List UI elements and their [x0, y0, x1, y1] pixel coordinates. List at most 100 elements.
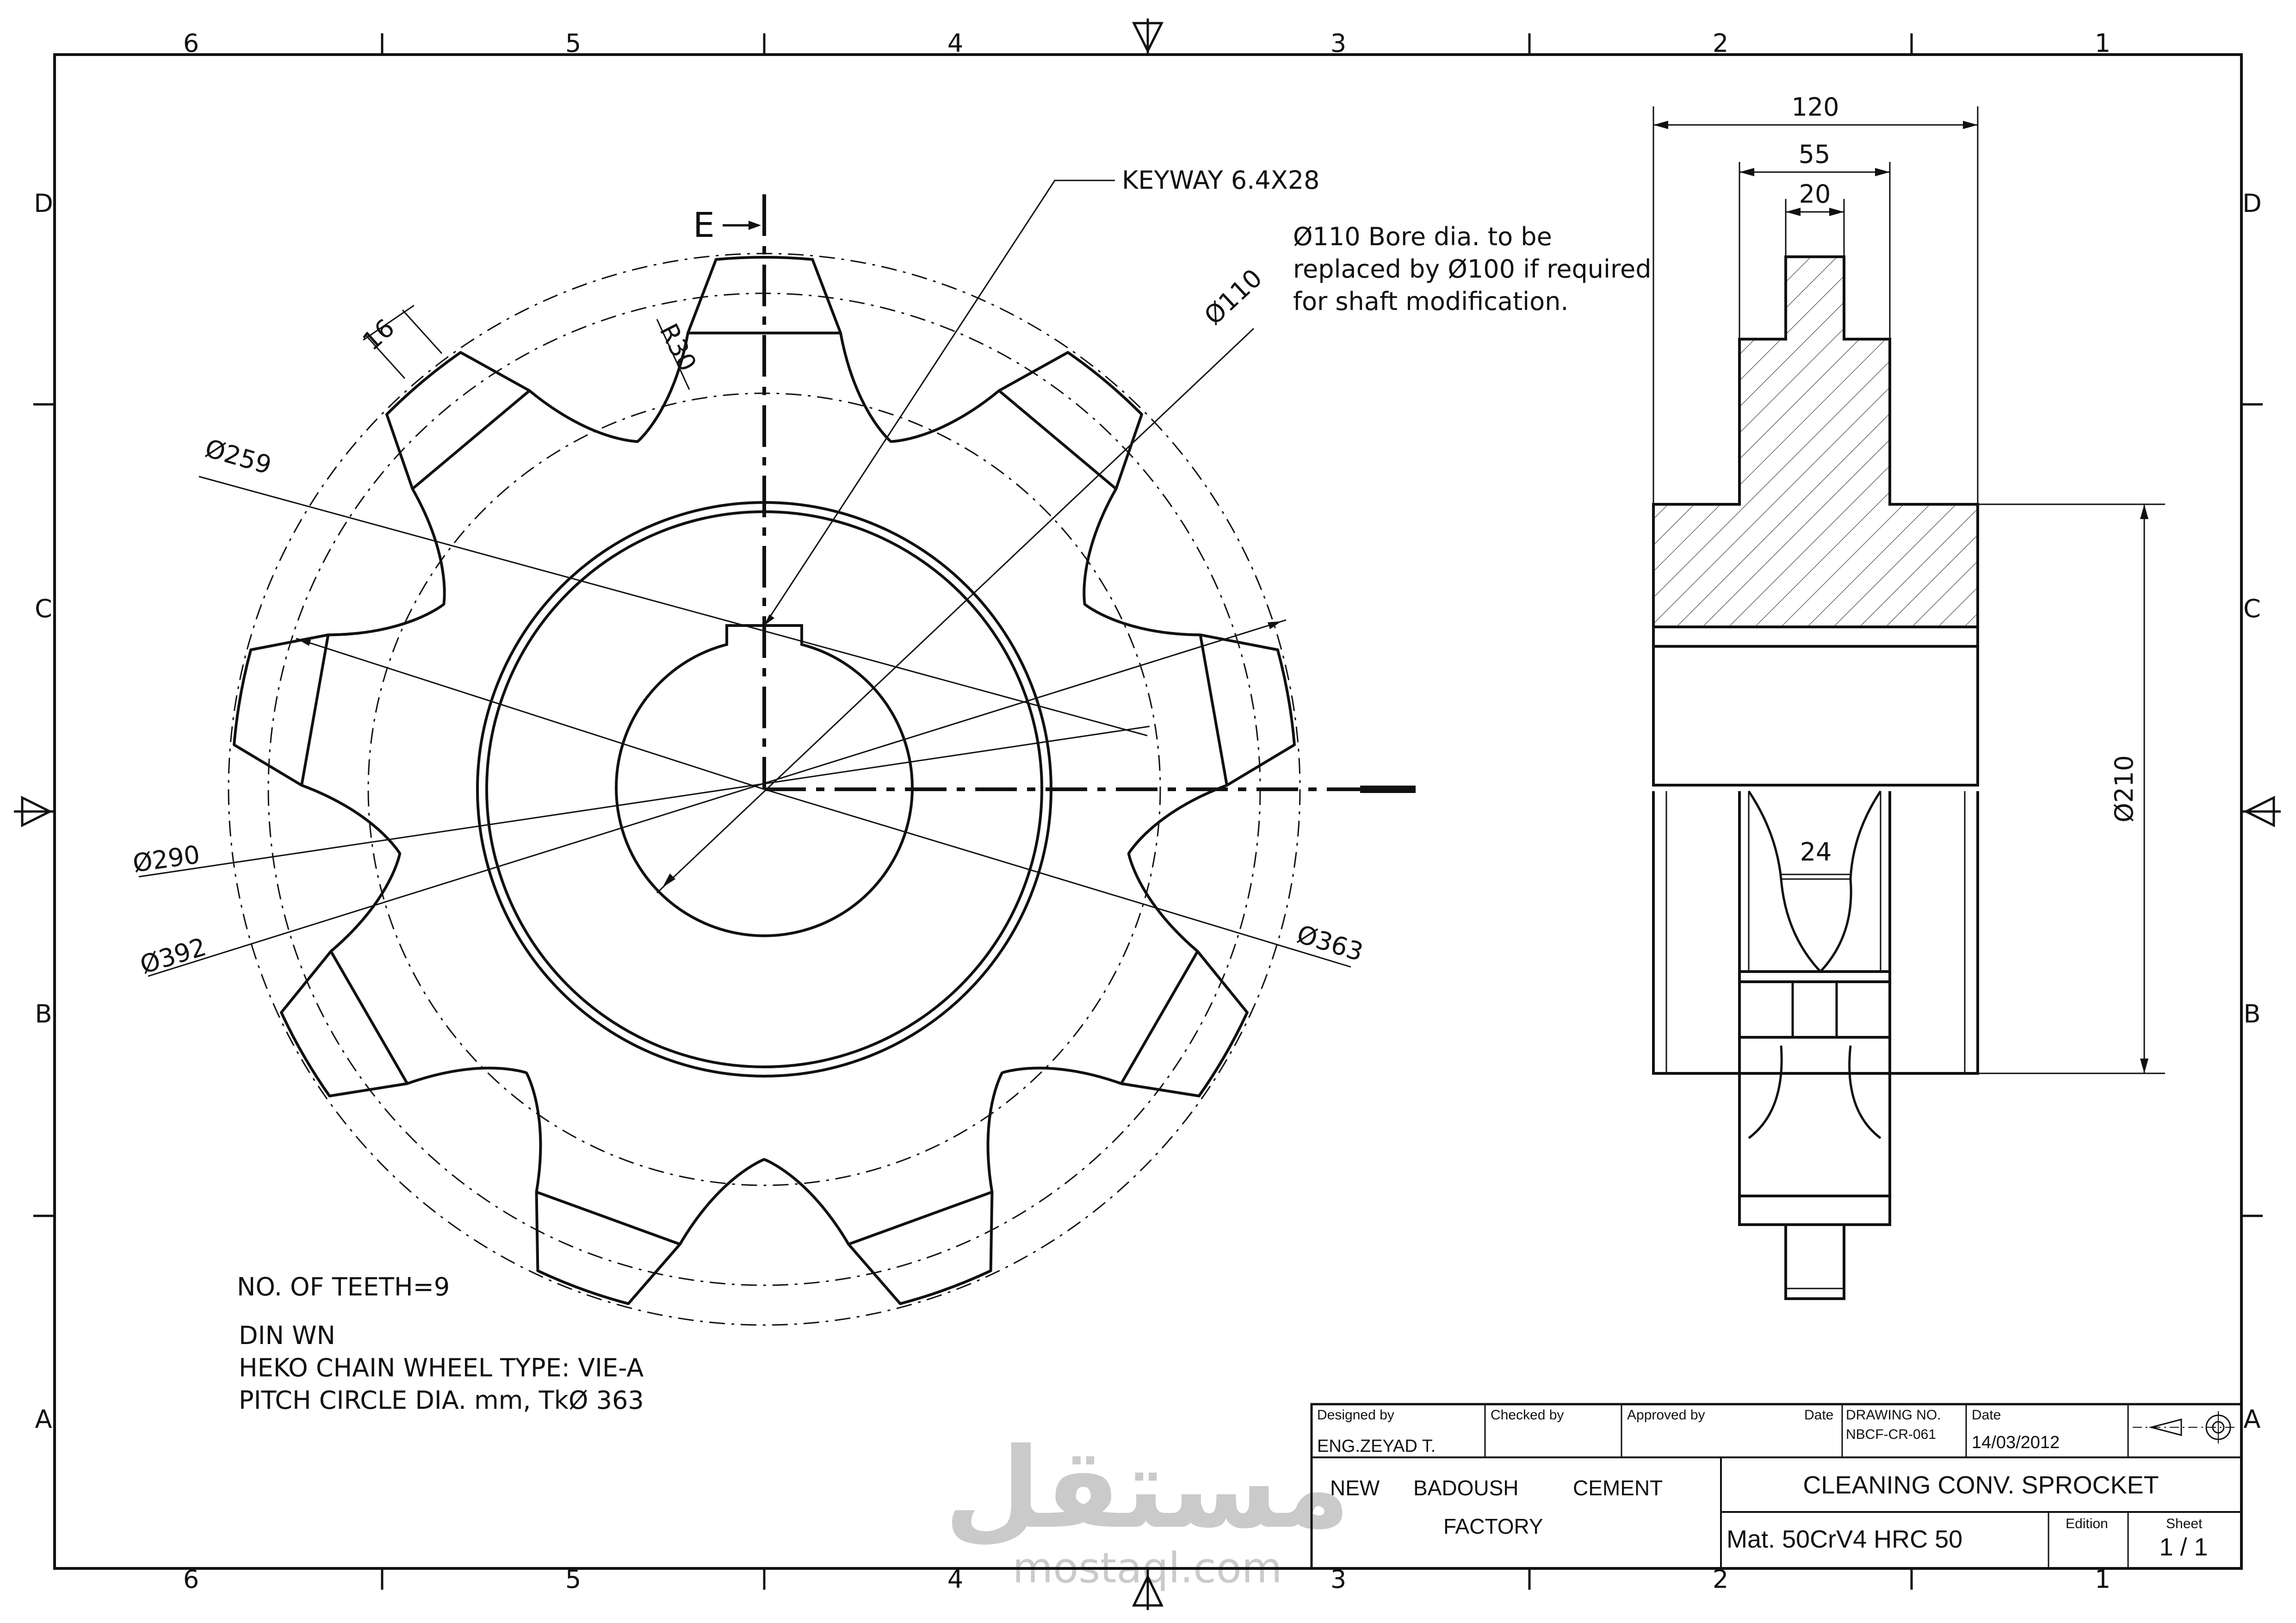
- approved-by-label: Approved by: [1627, 1407, 1705, 1423]
- tooth-base-line: [411, 390, 531, 490]
- tooth-base-line: [300, 634, 330, 786]
- section-arrowhead: [749, 221, 761, 230]
- section-hatch-area: [1652, 255, 1979, 628]
- dim-16-ext-b: [402, 309, 443, 354]
- side-key: [1791, 980, 1838, 1039]
- date-label: Date: [1804, 1407, 1833, 1423]
- designer-name: ENG.ZEYAD T.: [1317, 1437, 1436, 1456]
- tooth-base-line: [1120, 950, 1199, 1084]
- dim-290-label: Ø290: [131, 840, 202, 878]
- side-band-3: [1738, 1036, 1891, 1075]
- frame-border: [53, 53, 2243, 1570]
- dim-55-label: 55: [1799, 140, 1831, 169]
- sprocket-front-view: [138, 180, 1416, 1326]
- company-word: NEW: [1330, 1476, 1380, 1500]
- side-view-labels: 120 55 20 24 Ø210: [1791, 93, 2139, 867]
- column-label: 4: [947, 1565, 963, 1594]
- title-block: Designed by Checked by Approved by Date …: [1310, 1403, 2243, 1570]
- tooth-flank-lines: [300, 331, 1228, 1246]
- watermark-latin: mostaql.com: [1012, 1544, 1282, 1592]
- r30-leader: [656, 319, 690, 390]
- sheet-number: 1 / 1: [2159, 1533, 2208, 1561]
- material-spec: Mat. 50CrV4 HRC 50: [1727, 1525, 1962, 1553]
- dim-210-label: Ø210: [2110, 755, 2139, 823]
- column-label: 5: [565, 1565, 581, 1594]
- bore-body: [1652, 645, 1979, 787]
- dim-line-392-left: [296, 638, 765, 790]
- dim-259-label: Ø259: [202, 434, 274, 480]
- drawing-notes: NO. OF TEETH=9 DIN WN HEKO CHAIN WHEEL T…: [237, 1272, 644, 1415]
- drawing-date: 14/03/2012: [1972, 1433, 2060, 1452]
- column-label: 1: [2095, 29, 2110, 58]
- tooth-base-line: [1199, 634, 1228, 786]
- tooth-base-line: [848, 1190, 993, 1246]
- row-label: A: [2244, 1405, 2261, 1434]
- column-label: 2: [1713, 29, 1728, 58]
- tooth-profile: [233, 255, 1296, 1305]
- sprocket-side-view: [1652, 106, 2165, 1300]
- row-label: C: [2243, 594, 2261, 623]
- watermark-arabic: مستقل: [944, 1424, 1350, 1553]
- drawing-no: NBCF-CR-061: [1846, 1427, 1936, 1442]
- designed-by-label: Designed by: [1317, 1407, 1394, 1423]
- dim-16-ext-a: [365, 334, 406, 379]
- dim-120-label: 120: [1791, 93, 1839, 122]
- side-band-4: [1738, 1195, 1891, 1226]
- side-band-1: [1738, 970, 1891, 983]
- date2-label: Date: [1972, 1407, 2001, 1423]
- projection-symbol-cone: [2148, 1419, 2182, 1436]
- dim-24-label: 24: [1800, 837, 1832, 867]
- row-label: B: [2243, 999, 2260, 1028]
- dim-line-290: [138, 725, 1150, 878]
- row-label: C: [35, 594, 52, 623]
- tooth-side-curve-lower: [1748, 1045, 1881, 1139]
- row-label: A: [35, 1405, 52, 1434]
- column-label: 6: [183, 1565, 199, 1594]
- side-band-2: [1738, 980, 1891, 1039]
- sheet-label: Sheet: [2166, 1516, 2203, 1531]
- bore-note-line: for shaft modification.: [1293, 287, 1569, 316]
- checked-by-label: Checked by: [1491, 1407, 1564, 1423]
- watermark: مستقل mostaql.com: [944, 1424, 1350, 1592]
- edition-label: Edition: [2066, 1516, 2108, 1531]
- company-word: CEMENT: [1573, 1476, 1663, 1500]
- tooth-base-line: [536, 1190, 681, 1246]
- company-line2: FACTORY: [1443, 1514, 1543, 1538]
- note-teeth: NO. OF TEETH=9: [237, 1272, 450, 1301]
- dim-110-label: Ø110: [1199, 263, 1268, 330]
- dim-16-line: [363, 304, 415, 341]
- drawing-frame: [14, 19, 2281, 1610]
- hub-band: [1652, 626, 1979, 648]
- tooth-base-line: [329, 950, 408, 1084]
- dim-20-label: 20: [1799, 180, 1831, 209]
- tooth-side-curve: [1747, 790, 1882, 973]
- drawing-title: CLEANING CONV. SPROCKET: [1803, 1471, 2159, 1499]
- row-label: B: [35, 999, 52, 1028]
- dim-363-label: Ø363: [1293, 919, 1367, 967]
- side-shaft: [1784, 1223, 1845, 1300]
- bore-note-line: Ø110 Bore dia. to be: [1293, 222, 1552, 251]
- column-label: 3: [1331, 29, 1346, 58]
- section-mark: E: [693, 205, 715, 245]
- drawing-no-label: DRAWING NO.: [1846, 1407, 1941, 1423]
- dim-392-label: Ø392: [136, 932, 210, 980]
- dim-line-110: [656, 328, 1255, 894]
- column-label: 4: [947, 29, 963, 58]
- row-label: D: [34, 189, 53, 218]
- bore-with-keyway: [615, 624, 914, 937]
- column-label: 5: [565, 29, 581, 58]
- dim-line-363: [764, 788, 1351, 968]
- note-type: HEKO CHAIN WHEEL TYPE: VIE-A: [239, 1353, 644, 1382]
- note-din: DIN WN: [239, 1321, 335, 1350]
- dim-line-259: [198, 476, 1148, 737]
- company-word: BADOUSH: [1413, 1476, 1518, 1500]
- tooth-base-line: [998, 390, 1117, 490]
- dim-line-392: [148, 619, 1287, 977]
- keyway-leader: [763, 180, 1115, 626]
- keyway-label: KEYWAY 6.4X28: [1122, 166, 1319, 195]
- row-label: D: [2242, 189, 2262, 218]
- note-pitch: PITCH CIRCLE DIA. mm, TkØ 363: [239, 1386, 644, 1415]
- bore-note-line: replaced by Ø100 if required: [1293, 254, 1652, 284]
- front-view-labels: E KEYWAY 6.4X28 Ø110 Bore dia. to be rep…: [131, 166, 1652, 979]
